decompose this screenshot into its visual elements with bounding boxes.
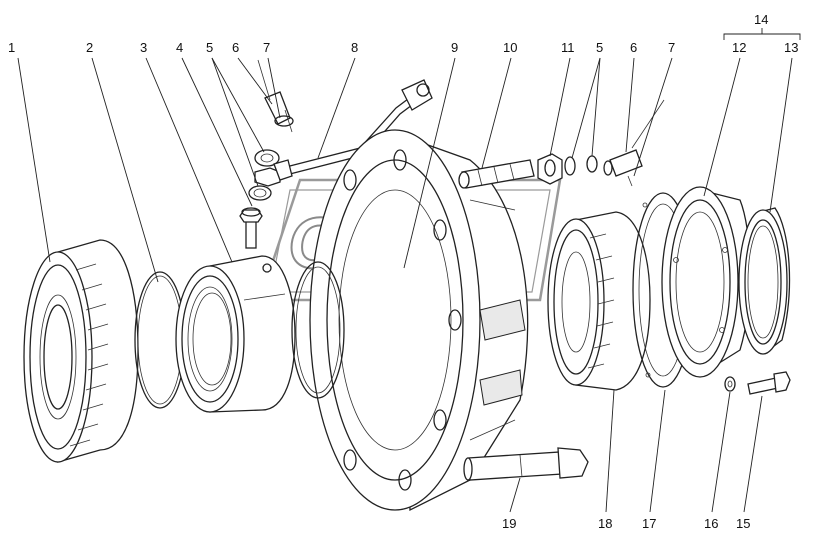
part-3-sleeve xyxy=(175,255,296,413)
part-15-bolt xyxy=(747,371,791,395)
callout-17: 17 xyxy=(642,516,656,531)
part-6a-nut xyxy=(254,167,281,187)
callout-19: 19 xyxy=(502,516,516,531)
part-5a-washer xyxy=(248,149,280,201)
callout-5b: 5 xyxy=(596,40,603,55)
callout-1: 1 xyxy=(8,40,15,55)
callout-8: 8 xyxy=(351,40,358,55)
callout-11: 11 xyxy=(561,40,575,55)
part-13-seal-ring xyxy=(738,207,791,355)
part-5b-washers xyxy=(564,155,598,176)
callout-3: 3 xyxy=(140,40,147,55)
callout-5a: 5 xyxy=(206,40,213,55)
callout-7a: 7 xyxy=(263,40,270,55)
callout-9: 9 xyxy=(451,40,458,55)
callout-10: 10 xyxy=(503,40,517,55)
part-9-bolt-holes xyxy=(343,149,462,491)
part-8-pipe xyxy=(273,79,433,181)
part-4-bolt xyxy=(239,207,263,249)
callout-7b: 7 xyxy=(668,40,675,55)
part-6b-fitting xyxy=(603,149,643,177)
callout-18: 18 xyxy=(598,516,612,531)
callout-16: 16 xyxy=(704,516,718,531)
part-7b-wire xyxy=(627,99,665,187)
callout-6a: 6 xyxy=(232,40,239,55)
part-18-bearing xyxy=(547,211,651,391)
callout-15: 15 xyxy=(736,516,750,531)
part-10-stud xyxy=(458,159,535,189)
part-1-roller-bearing xyxy=(23,239,139,463)
callout-12: 12 xyxy=(732,40,746,55)
part-19-long-bolt xyxy=(463,447,589,481)
callout-4: 4 xyxy=(176,40,183,55)
callout-2: 2 xyxy=(86,40,93,55)
part-12-flange-cover xyxy=(661,186,751,378)
part-1-rollers xyxy=(69,263,109,447)
callout-14: 14 xyxy=(754,12,768,27)
part-9-hub xyxy=(291,129,529,512)
callout-6b: 6 xyxy=(630,40,637,55)
leader-lines xyxy=(17,28,801,513)
callout-labels: 1 2 3 4 5 6 7 8 9 10 11 5 6 7 14 12 13 1… xyxy=(8,12,798,531)
part-16-washer xyxy=(724,376,736,392)
callout-13: 13 xyxy=(784,40,798,55)
part-11-nut xyxy=(537,153,563,185)
